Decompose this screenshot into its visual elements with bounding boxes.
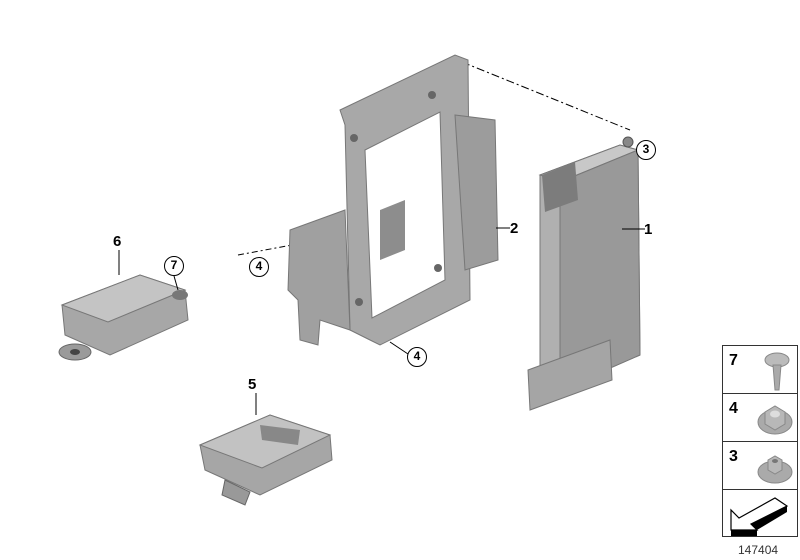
flange-nut-icon [757,455,793,484]
callout-5: 5 [248,376,257,393]
control-unit-part-1 [527,136,641,411]
leader-line-3 [461,61,631,131]
arrow-direction-icon [730,497,789,536]
legend-number: 7 [729,352,738,369]
legend-item-hex-nut: 4 [722,393,798,441]
image-number: 147404 [738,543,779,557]
callout-6: 6 [113,233,122,250]
callout-4a: 4 [249,257,269,277]
hardware-legend: 7 4 3 [722,345,798,537]
callout-7: 7 [164,256,184,276]
legend-number: 4 [729,400,738,417]
legend-item-direction [722,489,798,537]
callout-4b: 4 [407,347,427,367]
callout-1: 1 [644,221,653,238]
module-part-5 [198,414,333,506]
module-part-6 [58,274,189,361]
leader-line-4b [389,341,409,355]
leader-line-4a [237,244,293,256]
bracket-part-2 [287,54,499,346]
callout-2: 2 [510,220,519,237]
leader-line-7 [173,275,179,291]
legend-item-flange-nut: 3 [722,441,798,489]
legend-item-screw: 7 [722,345,798,393]
screw-icon [764,352,790,391]
legend-number: 3 [729,448,738,465]
callout-3: 3 [636,140,656,160]
hex-nut-icon [757,405,793,435]
